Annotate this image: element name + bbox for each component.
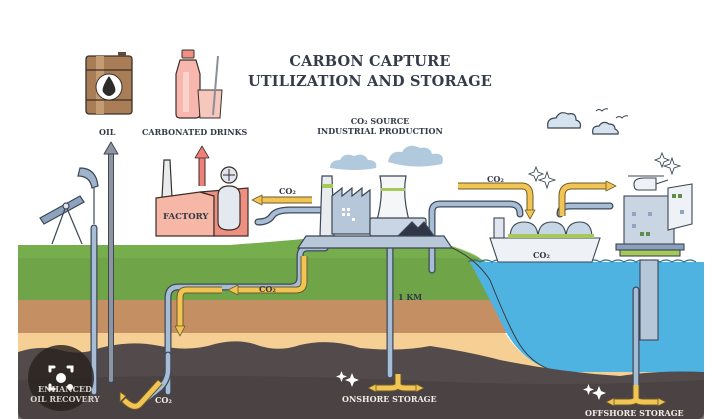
oil-barrel-icon xyxy=(85,52,133,115)
title-line-1: CARBON CAPTURE xyxy=(289,53,451,70)
label-factory: FACTORY xyxy=(163,212,209,222)
power-plant-icon xyxy=(296,175,454,249)
label-co2-source: CO₂ SOURCE INDUSTRIAL PRODUCTION xyxy=(300,116,460,136)
label-co2-ship-hull: CO₂ xyxy=(533,250,550,260)
label-co2-to-ship: CO₂ xyxy=(487,174,504,184)
label-co2-source-line-1: CO₂ SOURCE xyxy=(350,116,410,126)
title-line-2: UTILIZATION AND STORAGE xyxy=(247,73,493,90)
sparkle-icon xyxy=(336,371,606,400)
sparkle-icon xyxy=(527,151,682,190)
label-offshore-storage: OFFSHORE STORAGE xyxy=(585,408,684,418)
diagram-title: CARBON CAPTURE UTILIZATION AND STORAGE xyxy=(240,52,500,92)
label-co2-underground: CO₂ xyxy=(259,284,276,294)
label-depth: 1 KM xyxy=(398,292,423,302)
google-lens-icon[interactable] xyxy=(28,345,94,411)
factory-icon xyxy=(155,159,249,237)
label-enhanced-oil-recovery: ENHANCED OIL RECOVERY xyxy=(22,384,108,404)
bird-icon xyxy=(595,108,609,112)
offshore-platform-icon xyxy=(615,183,693,341)
label-co2-to-factory: CO₂ xyxy=(279,186,296,196)
bedrock-shade xyxy=(18,376,704,419)
label-eor-line-2: OIL RECOVERY xyxy=(30,394,100,404)
cloud-icon xyxy=(547,112,582,129)
topsoil-body xyxy=(18,300,498,333)
helicopter-icon xyxy=(628,175,669,191)
label-eor-line-1: ENHANCED xyxy=(38,384,92,394)
co2-arrows xyxy=(119,145,667,410)
label-co2-source-line-2: INDUSTRIAL PRODUCTION xyxy=(317,126,443,136)
label-carbonated-drinks: CARBONATED DRINKS xyxy=(142,127,248,137)
bird-icon xyxy=(615,115,629,119)
label-onshore-storage: ONSHORE STORAGE xyxy=(342,394,437,404)
pump-jack-icon xyxy=(39,167,99,245)
smoke-clouds xyxy=(330,145,443,170)
label-co2-recovery: CO₂ xyxy=(155,395,172,405)
label-oil: OIL xyxy=(99,127,116,137)
lens-camera-icon xyxy=(48,365,74,391)
cloud-icon xyxy=(592,121,619,135)
tanker-ship-icon xyxy=(489,217,601,263)
coast-slope xyxy=(429,239,561,373)
bottle-icon xyxy=(175,49,223,119)
